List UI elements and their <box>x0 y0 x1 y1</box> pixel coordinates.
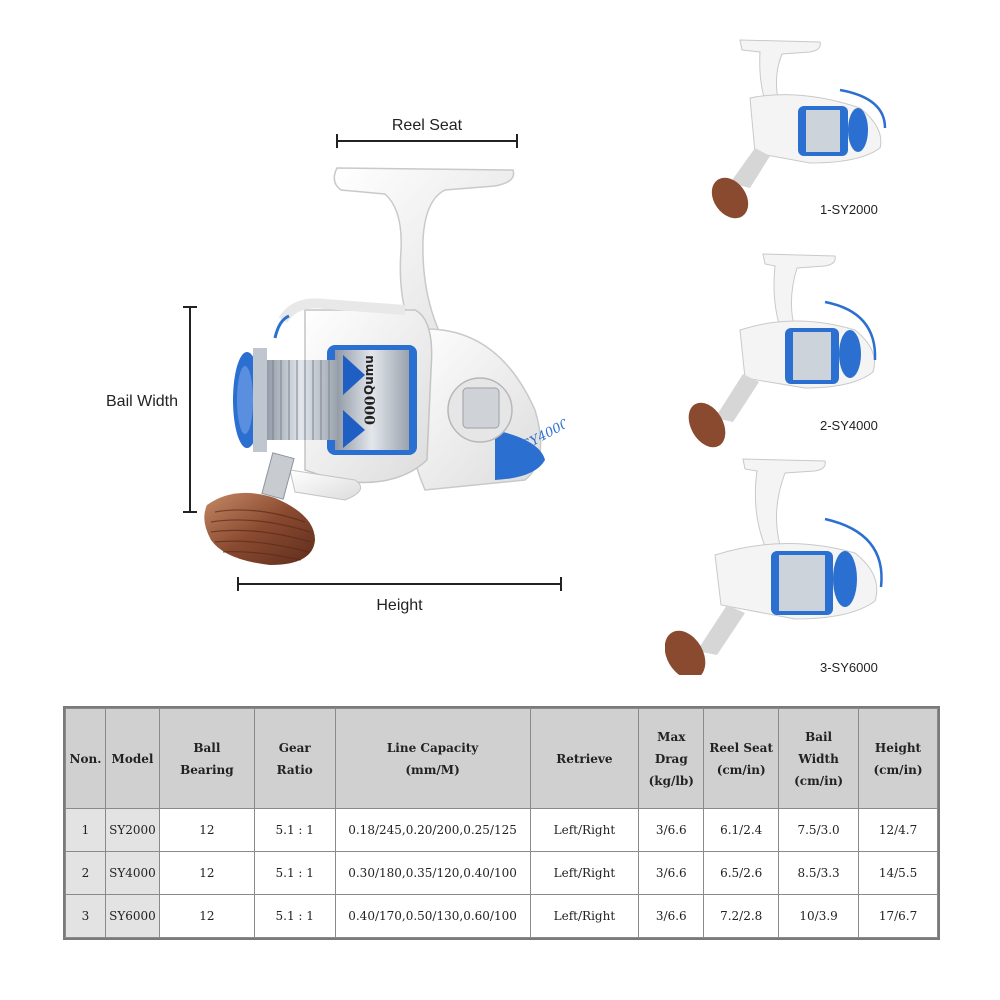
cell-no: 2 <box>65 851 106 895</box>
cell-model: SY6000 <box>104 894 160 938</box>
cell-model: SY2000 <box>104 808 160 852</box>
bail-width-tick-top <box>183 306 197 308</box>
cell-max-drag: 3/6.6 <box>638 894 705 938</box>
table-row: 2 SY4000 12 5.1 : 1 0.30/180,0.35/120,0.… <box>65 851 938 895</box>
cell-retrieve: Left/Right <box>529 851 640 895</box>
cell-retrieve: Left/Right <box>529 808 640 852</box>
variant-label-sy4000: 2-SY4000 <box>820 418 878 433</box>
cell-height: 12/4.7 <box>858 808 938 852</box>
reel-seat-tick-left <box>336 134 338 148</box>
cell-bail-width: 10/3.9 <box>778 894 860 938</box>
variant-label-sy2000: 1-SY2000 <box>820 202 878 217</box>
table-row: 1 SY2000 12 5.1 : 1 0.18/245,0.20/200,0.… <box>65 808 938 852</box>
cell-ball-bearing: 12 <box>158 894 255 938</box>
height-line <box>238 583 561 585</box>
table-row: 3 SY6000 12 5.1 : 1 0.40/170,0.50/130,0.… <box>65 894 938 938</box>
variant-reel-sy6000-image <box>665 458 883 675</box>
cell-gear-ratio: 5.1 : 1 <box>253 808 336 852</box>
header-no: Non. <box>65 708 106 809</box>
reel-spool-code: 000 <box>363 396 379 425</box>
cell-gear-ratio: 5.1 : 1 <box>253 851 336 895</box>
variant-reel-sy4000-image <box>688 253 877 448</box>
main-reel-image: 000 Qumu SY4000 <box>204 167 565 565</box>
header-model: Model <box>104 708 160 809</box>
cell-model: SY4000 <box>104 851 160 895</box>
reel-seat-line <box>337 140 517 142</box>
cell-ball-bearing: 12 <box>158 851 255 895</box>
bail-width-tick-bottom <box>183 511 197 513</box>
cell-bail-width: 7.5/3.0 <box>778 808 860 852</box>
cell-reel-seat: 6.1/2.4 <box>703 808 780 852</box>
reel-seat-label: Reel Seat <box>391 117 463 134</box>
variant-reel-sy2000-image <box>711 39 887 219</box>
cell-max-drag: 3/6.6 <box>638 808 705 852</box>
cell-bail-width: 8.5/3.3 <box>778 851 860 895</box>
header-height: Height(cm/in) <box>858 708 938 809</box>
cell-line-capacity: 0.18/245,0.20/200,0.25/125 <box>334 808 531 852</box>
cell-reel-seat: 7.2/2.8 <box>703 894 780 938</box>
cell-line-capacity: 0.40/170,0.50/130,0.60/100 <box>334 894 531 938</box>
height-label: Height <box>376 597 423 614</box>
bail-width-label: Bail Width <box>106 393 179 410</box>
cell-retrieve: Left/Right <box>529 894 640 938</box>
cell-reel-seat: 6.5/2.6 <box>703 851 780 895</box>
cell-height: 14/5.5 <box>858 851 938 895</box>
variant-label-sy6000: 3-SY6000 <box>820 660 878 675</box>
cell-max-drag: 3/6.6 <box>638 851 705 895</box>
reel-seat-tick-right <box>516 134 518 148</box>
bail-width-line <box>189 307 191 512</box>
cell-no: 1 <box>65 808 106 852</box>
header-retrieve: Retrieve <box>529 708 640 809</box>
header-line-capacity: Line Capacity(mm/M) <box>334 708 531 809</box>
cell-gear-ratio: 5.1 : 1 <box>253 894 336 938</box>
height-tick-right <box>560 577 562 591</box>
reel-brand-text: Qumu <box>362 355 376 395</box>
cell-no: 3 <box>65 894 106 938</box>
height-tick-left <box>237 577 239 591</box>
cell-ball-bearing: 12 <box>158 808 255 852</box>
cell-line-capacity: 0.30/180,0.35/120,0.40/100 <box>334 851 531 895</box>
header-reel-seat: Reel Seat(cm/in) <box>703 708 780 809</box>
cell-height: 17/6.7 <box>858 894 938 938</box>
